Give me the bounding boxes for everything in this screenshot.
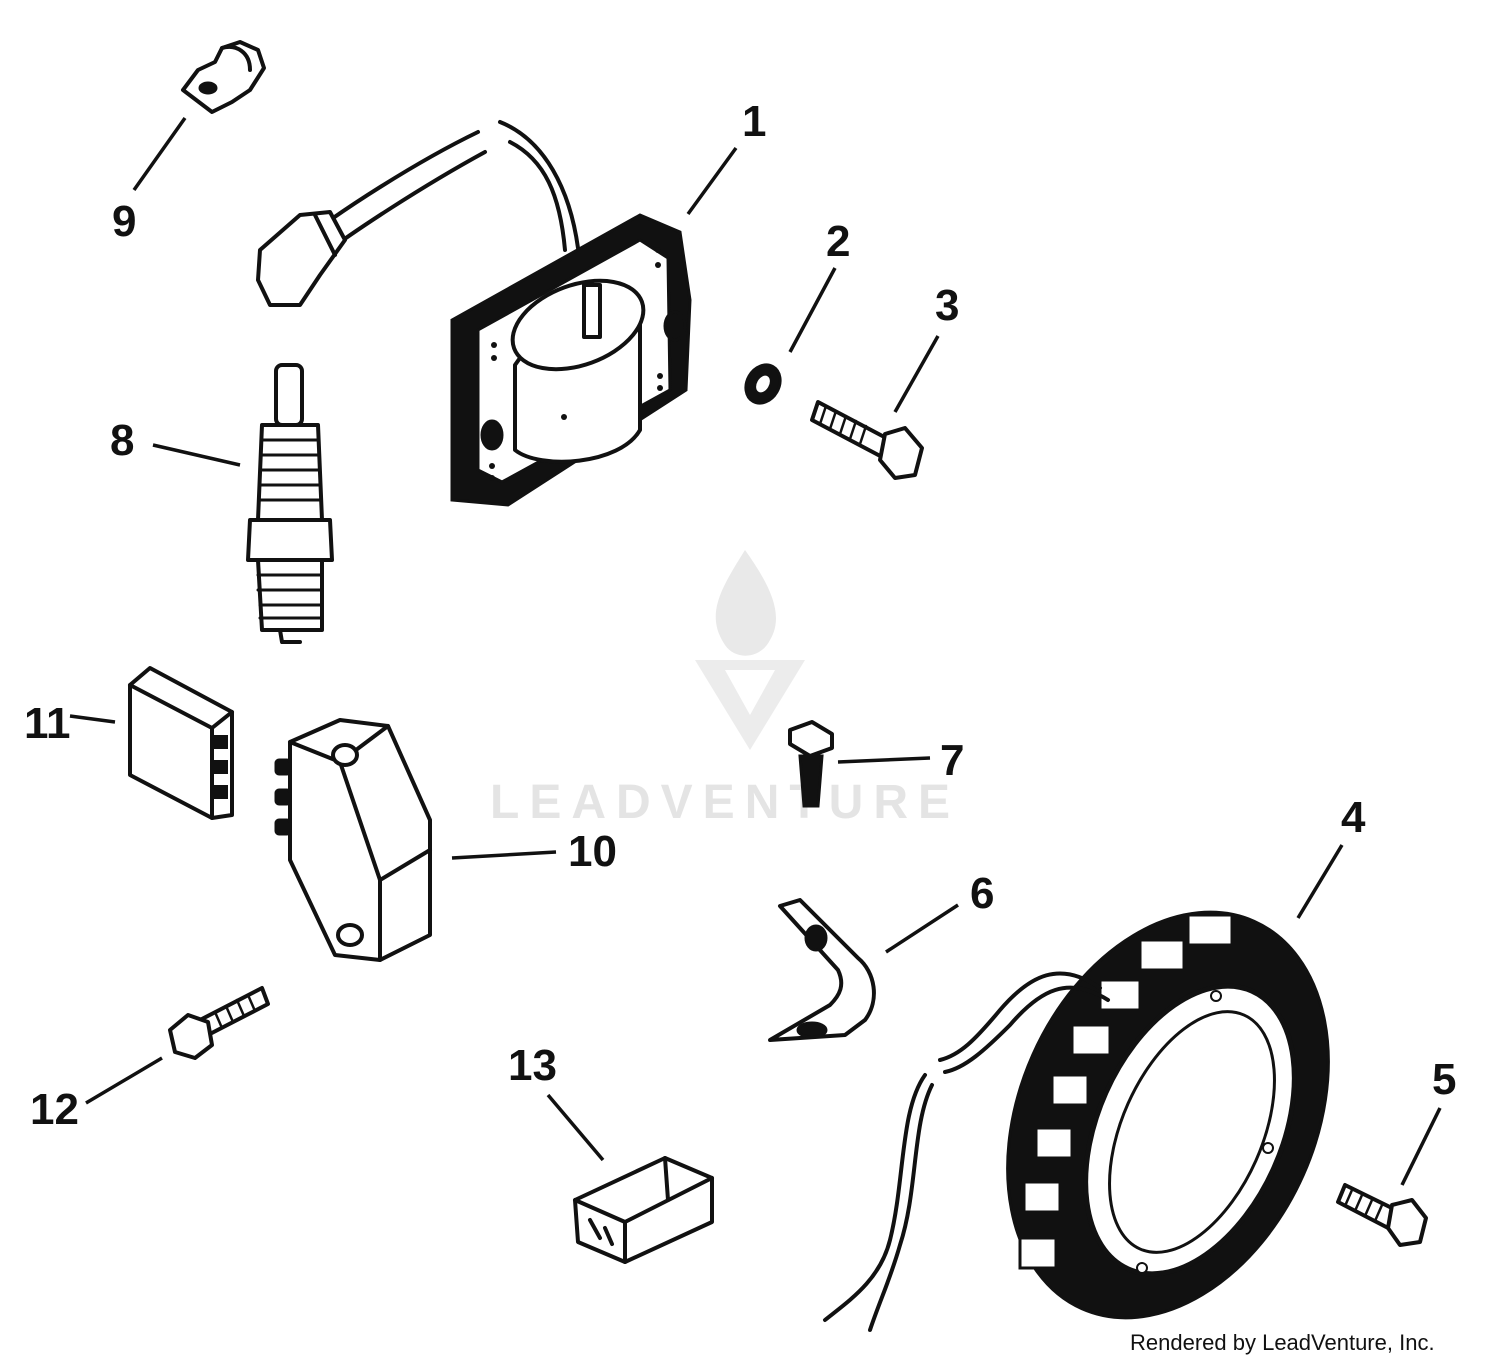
part-2-washer	[744, 363, 782, 405]
render-credit: Rendered by LeadVenture, Inc.	[1130, 1330, 1435, 1355]
part-5-bolt	[1336, 1183, 1428, 1247]
callout-1: 1	[742, 97, 766, 146]
part-11-connector-block	[128, 666, 234, 820]
part-3-bolt	[810, 400, 924, 480]
part-10-rectifier-module	[274, 718, 432, 962]
part-12-bolt	[168, 986, 270, 1060]
callout-4: 4	[1341, 793, 1366, 842]
callout-2: 2	[826, 217, 850, 266]
callout-7: 7	[940, 736, 964, 785]
part-1-ignition-module	[256, 120, 692, 507]
leader-lines	[69, 116, 1442, 1186]
part-7-screw	[788, 720, 834, 808]
callout-11: 11	[24, 699, 71, 748]
callout-9: 9	[112, 197, 136, 246]
callout-numbers: 1 2 3 4 5 6 7 8 9 10 11 12 13	[24, 97, 1456, 1134]
leadventure-watermark: LEADVENTURE	[490, 550, 960, 829]
watermark-text: LEADVENTURE	[490, 776, 960, 829]
callout-5: 5	[1432, 1055, 1456, 1104]
part-8-spark-plug	[246, 363, 334, 644]
part-9-cable-clamp	[181, 40, 266, 114]
callout-12: 12	[30, 1085, 79, 1134]
part-13-terminal-cover	[573, 1156, 714, 1264]
callout-10: 10	[568, 827, 617, 876]
part-4-stator	[823, 910, 1330, 1332]
part-6-bracket	[768, 898, 876, 1042]
callout-3: 3	[935, 281, 959, 330]
callout-8: 8	[110, 416, 134, 465]
callout-13: 13	[508, 1041, 557, 1090]
callout-6: 6	[970, 869, 994, 918]
